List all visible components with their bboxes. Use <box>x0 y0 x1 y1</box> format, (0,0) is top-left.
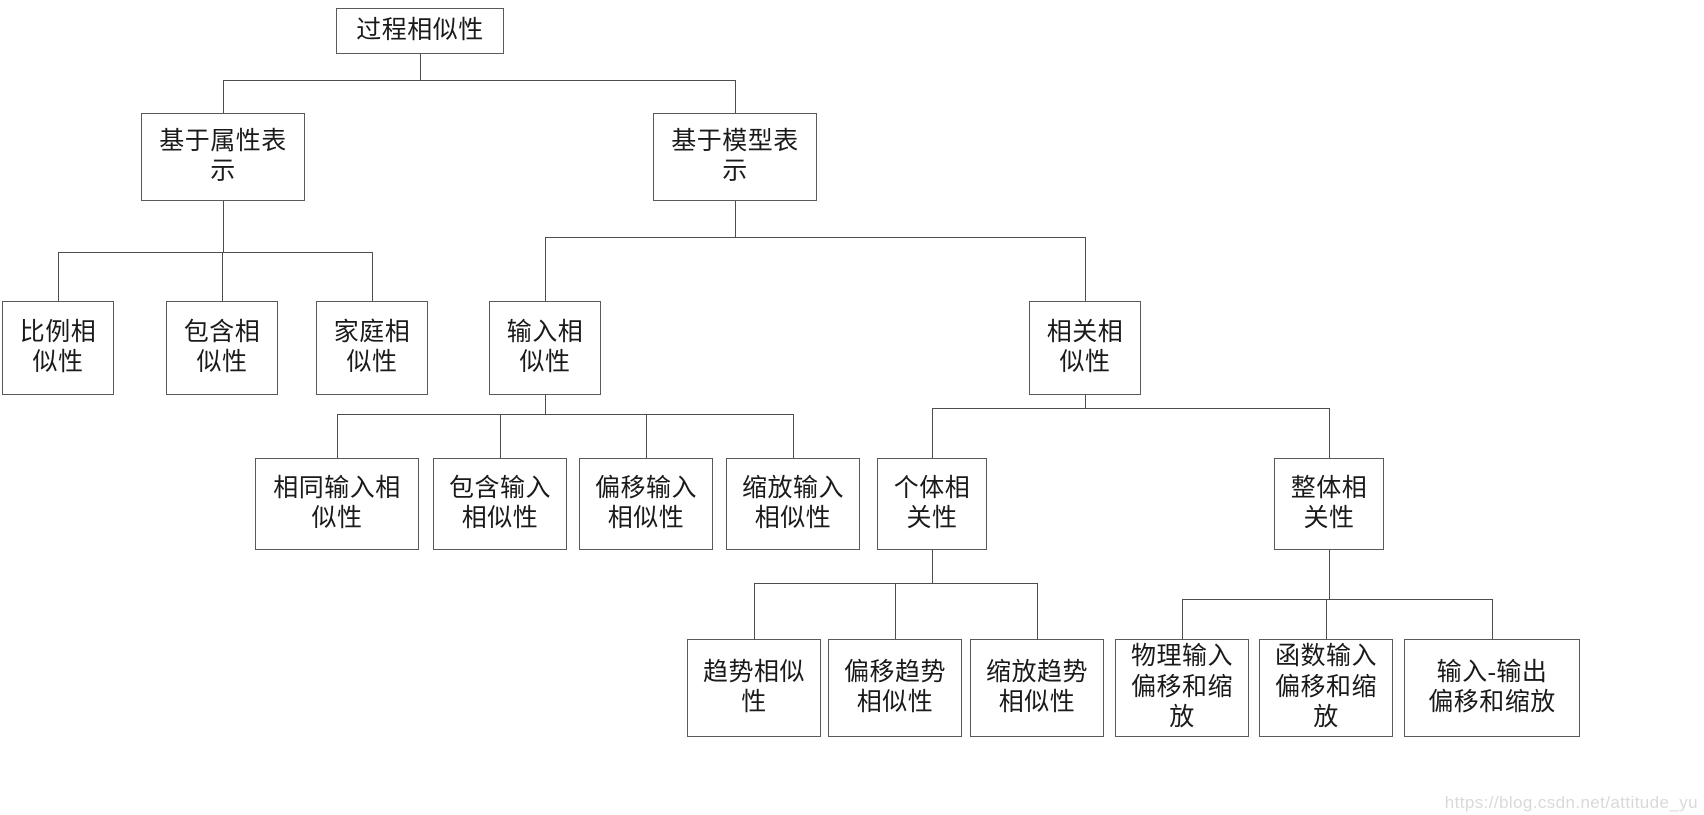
corr-bus-parent-stem <box>1085 395 1086 408</box>
input-bus-stem-offset-input <box>646 414 647 458</box>
node-phys-input: 物理输入 偏移和缩 放 <box>1115 639 1249 737</box>
watermark-text: https://blog.csdn.net/attitude_yu <box>1444 793 1698 812</box>
node-same-input: 相同输入相 似性 <box>255 458 419 550</box>
model-bus-stem-corr <box>1085 237 1086 301</box>
node-trend: 趋势相似 性 <box>687 639 821 737</box>
individual-bus-stem-scale-trend <box>1037 583 1038 639</box>
overall-bus-horizontal <box>1182 599 1492 600</box>
root-bus-parent-stem <box>420 54 421 80</box>
node-individual: 个体相 关性 <box>877 458 987 550</box>
node-attr: 基于属性表 示 <box>141 113 305 201</box>
node-offset-trend: 偏移趋势 相似性 <box>828 639 962 737</box>
node-input: 输入相 似性 <box>489 301 601 395</box>
corr-bus-horizontal <box>932 408 1329 409</box>
attr-bus-parent-stem <box>223 201 224 252</box>
node-offset-input: 偏移输入 相似性 <box>579 458 713 550</box>
overall-bus-stem-phys-input <box>1182 599 1183 639</box>
attr-bus-horizontal <box>58 252 372 253</box>
root-bus-stem-attr <box>223 80 224 113</box>
root-bus-stem-model <box>735 80 736 113</box>
corr-bus-stem-overall <box>1329 408 1330 458</box>
node-family: 家庭相 似性 <box>316 301 428 395</box>
node-contain: 包含相 似性 <box>166 301 278 395</box>
attr-bus-stem-family <box>372 252 373 301</box>
individual-bus-parent-stem <box>932 550 933 583</box>
model-bus-horizontal <box>545 237 1085 238</box>
input-bus-parent-stem <box>545 395 546 414</box>
node-corr: 相关相 似性 <box>1029 301 1141 395</box>
input-bus-stem-scale-input <box>793 414 794 458</box>
input-bus-horizontal <box>337 414 793 415</box>
individual-bus-stem-offset-trend <box>895 583 896 639</box>
overall-bus-parent-stem <box>1329 550 1330 599</box>
node-ratio: 比例相 似性 <box>2 301 114 395</box>
model-bus-parent-stem <box>735 201 736 237</box>
input-bus-stem-same-input <box>337 414 338 458</box>
corr-bus-stem-individual <box>932 408 933 458</box>
node-contain-input: 包含输入 相似性 <box>433 458 567 550</box>
node-overall: 整体相 关性 <box>1274 458 1384 550</box>
input-bus-stem-contain-input <box>500 414 501 458</box>
node-scale-input: 缩放输入 相似性 <box>726 458 860 550</box>
attr-bus-stem-contain <box>222 252 223 301</box>
attr-bus-stem-ratio <box>58 252 59 301</box>
node-func-input: 函数输入 偏移和缩 放 <box>1259 639 1393 737</box>
individual-bus-stem-trend <box>754 583 755 639</box>
root-bus-horizontal <box>224 80 735 81</box>
overall-bus-stem-in-out <box>1492 599 1493 639</box>
node-in-out: 输入-输出 偏移和缩放 <box>1404 639 1580 737</box>
node-root: 过程相似性 <box>336 8 504 54</box>
node-model: 基于模型表 示 <box>653 113 817 201</box>
model-bus-stem-input <box>545 237 546 301</box>
node-scale-trend: 缩放趋势 相似性 <box>970 639 1104 737</box>
overall-bus-stem-func-input <box>1326 599 1327 639</box>
